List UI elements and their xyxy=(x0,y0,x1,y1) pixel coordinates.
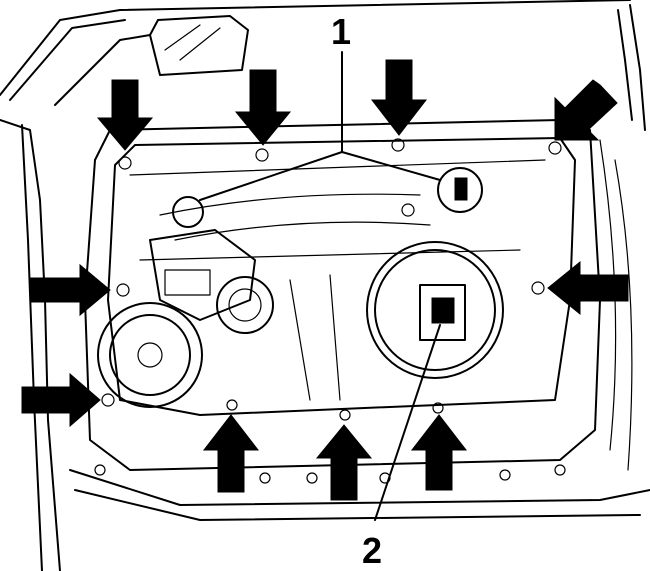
mirror-housing xyxy=(149,15,249,76)
lower-holes xyxy=(94,464,566,484)
fastener-arrow-left-lower xyxy=(21,372,101,428)
fastener-arrow-right xyxy=(547,260,629,316)
fastener-arrow-bottom-1 xyxy=(202,414,260,493)
fastener-arrow-bottom-2 xyxy=(315,424,373,501)
callout-1-leaders xyxy=(199,51,441,201)
fastener-arrow-top-right xyxy=(554,79,618,141)
window-regulator xyxy=(159,193,431,401)
fastener-arrow-top-1 xyxy=(96,79,154,151)
callout-2-leader xyxy=(374,324,441,521)
window-motor xyxy=(149,229,274,334)
screw-holes xyxy=(101,138,562,421)
callout-2-label: 2 xyxy=(362,530,382,571)
door-module-carrier xyxy=(107,137,576,416)
plug-upper-left xyxy=(172,196,204,228)
fastener-arrow-top-3 xyxy=(370,59,428,136)
fastener-arrow-bottom-3 xyxy=(410,414,468,491)
fastener-arrow-left-upper xyxy=(29,263,111,317)
round-opening xyxy=(366,241,504,379)
fastener-arrow-top-2 xyxy=(234,69,292,146)
fastener-arrows xyxy=(21,59,629,501)
electrical-connector xyxy=(401,167,483,217)
callout-1-label: 1 xyxy=(331,11,351,52)
loudspeaker xyxy=(97,302,203,408)
